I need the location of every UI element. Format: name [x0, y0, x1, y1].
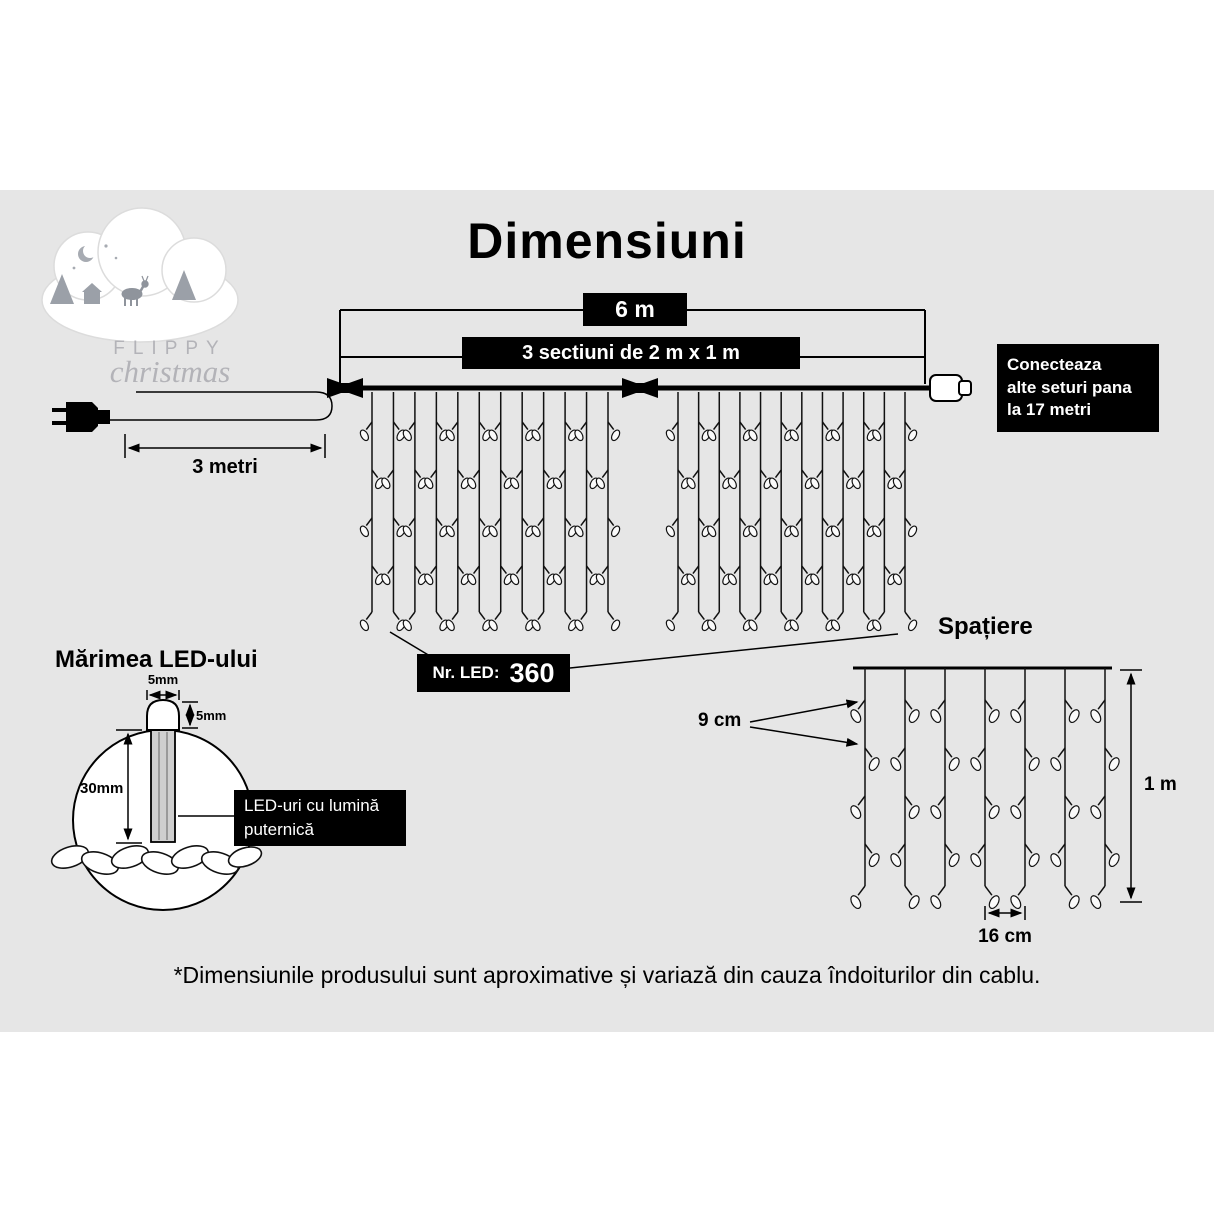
star-icon: [104, 244, 108, 248]
curtain-strand: [850, 668, 880, 910]
curtain-strand: [768, 392, 794, 632]
led-count-value: 360: [509, 657, 555, 688]
moon-icon: [78, 244, 97, 262]
dimension-1m: [1120, 669, 1142, 903]
curtain-strand: [402, 392, 428, 632]
brand-logo-art: [41, 207, 239, 343]
cable-connector-icon: [622, 378, 658, 398]
led-count-label: Nr. LED:: [432, 663, 500, 682]
dimension-5mm-width: [146, 690, 180, 700]
curtain-strand: [1050, 668, 1080, 910]
curtain-strand: [665, 392, 691, 632]
led-note-box: LED-uri cu lumină puternică: [234, 790, 406, 846]
horizontal-gap-label: 16 cm: [978, 926, 1032, 947]
brand-name: FLIPPY: [113, 338, 227, 359]
star-icon: [114, 256, 118, 260]
tree-icon: [172, 270, 196, 300]
led-count-pointers: [389, 631, 899, 669]
deer-icon: [121, 275, 149, 306]
curtain-strand: [970, 668, 1000, 910]
end-connector-icon: [929, 374, 972, 402]
spacing-diagram: [749, 666, 1142, 920]
curtain-strand: [531, 392, 556, 632]
spacing-title: Spațiere: [938, 613, 1033, 640]
curtain-strand: [748, 392, 773, 632]
curtain-strand: [686, 392, 711, 632]
curtain-section-right: [665, 392, 918, 632]
curtain-strand: [445, 392, 471, 632]
body-length-label: 30mm: [80, 780, 124, 797]
page-title: Dimensiuni: [467, 213, 747, 269]
curtain-strand: [574, 392, 599, 632]
height-label: 1 m: [1144, 774, 1177, 795]
star-icon: [72, 266, 76, 270]
cap-height-label: 5mm: [196, 708, 227, 723]
curtain-strand: [1010, 668, 1040, 910]
curtain-strand: [707, 392, 732, 632]
curtain-strand: [890, 668, 920, 910]
main-cable: [327, 374, 972, 402]
curtain-strand: [830, 392, 856, 632]
curtain-strand: [595, 392, 621, 632]
curtain-strand: [872, 392, 897, 632]
dimension-5mm-height: [182, 701, 198, 729]
led-count-box: Nr. LED: 360: [417, 654, 570, 692]
curtain-strand: [727, 392, 753, 632]
total-width-label: 6 m: [583, 293, 687, 326]
dimension-16cm: [984, 906, 1026, 920]
led-zoom: [50, 690, 263, 911]
curtain-strand: [488, 392, 513, 632]
brand-script: christmas: [109, 354, 231, 389]
cap-width-label: 5mm: [147, 672, 179, 687]
curtain-strand: [810, 392, 835, 632]
connect-note: Conecteaza alte seturi pana la 17 metri: [997, 344, 1159, 432]
spacing-curtain: [850, 668, 1120, 910]
curtain-strand: [509, 392, 535, 632]
curtain-section-left: [359, 392, 621, 632]
lead-cable-label: 3 metri: [192, 456, 258, 478]
curtain-strand: [467, 392, 492, 632]
curtain-strand: [424, 392, 449, 632]
dimension-3m: [124, 434, 326, 458]
rope-icon: [50, 845, 263, 875]
curtain-strand: [789, 392, 815, 632]
led-bulb-icon: [146, 698, 180, 843]
curtain-strand: [381, 392, 406, 632]
curtain-strand: [1090, 668, 1120, 910]
footer-note: *Dimensiunile produsului sunt aproximati…: [173, 962, 1041, 988]
dimension-30mm: [116, 729, 142, 844]
power-plug-icon: [52, 402, 110, 432]
vertical-gap-label: 9 cm: [698, 710, 742, 731]
tree-icon: [50, 274, 74, 304]
house-icon: [82, 283, 102, 304]
led-size-title: Mărimea LED-ului: [55, 646, 258, 673]
sections-label: 3 sectiuni de 2 m x 1 m: [462, 337, 800, 369]
lead-cable: [110, 391, 333, 421]
curtain-strand: [930, 668, 960, 910]
curtain-strand: [851, 392, 876, 632]
curtain-strand: [552, 392, 578, 632]
curtain-strand: [892, 392, 918, 632]
curtain-strand: [359, 392, 385, 632]
dimension-9cm: [749, 699, 859, 747]
cable-connector-icon: [327, 378, 363, 398]
